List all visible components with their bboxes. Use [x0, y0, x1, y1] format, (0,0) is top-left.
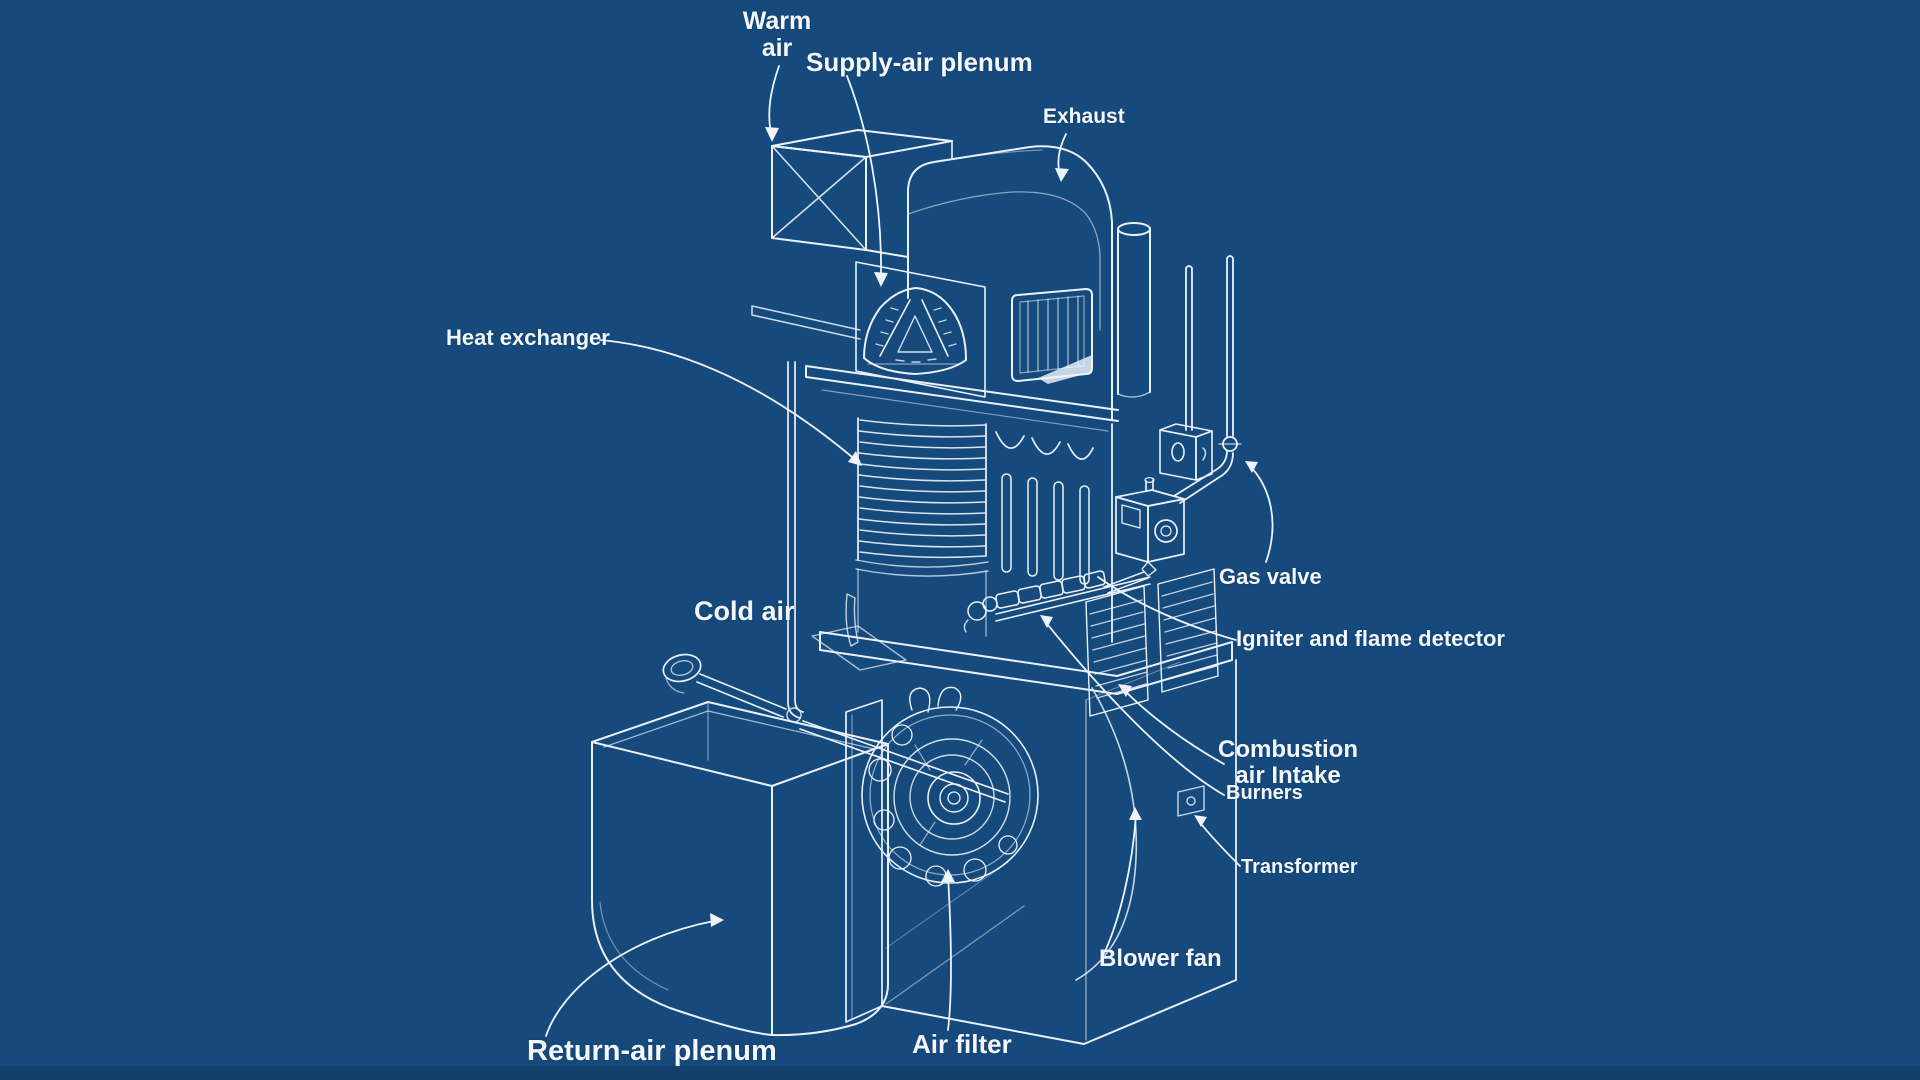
transformer-leader [1197, 819, 1241, 867]
footer-strip [0, 1066, 1920, 1080]
refrigerant-lines-drawing [751, 305, 861, 340]
return-air-plenum-drawing [591, 701, 889, 1037]
gas-valve-arrowhead [1245, 461, 1258, 473]
heat-exchanger-arrowhead [848, 451, 862, 466]
label-exhaust: Exhaust [1043, 105, 1125, 128]
draft-inducer-drawing [1011, 288, 1093, 384]
combustion-air-intake-louvers-drawing [1085, 568, 1219, 717]
heat-exchanger-cabinet-drawing [805, 365, 1119, 643]
return-plenum-leader [545, 920, 715, 1037]
label-warm-air: Warm air [720, 8, 834, 62]
label-gas-valve: Gas valve [1219, 564, 1322, 589]
blower-fan-drawing [861, 686, 1039, 887]
label-air-filter: Air filter [912, 1029, 1012, 1059]
burners-arrowhead [1040, 615, 1053, 628]
burners-leader [1043, 619, 1225, 796]
label-combustion-line1: Combustion [1218, 736, 1358, 763]
igniter-leader [1097, 576, 1237, 641]
leader-lines [545, 65, 1274, 1037]
blower-fan-arrowhead [1129, 807, 1142, 820]
evaporator-coil-drawing [855, 261, 986, 398]
warm-air-leader [768, 65, 780, 135]
supply-plenum-duct-drawing [907, 145, 1113, 421]
gas-piping-drawing [1173, 255, 1242, 504]
combustion-intake-leader [1123, 689, 1225, 765]
label-supply-air-plenum: Supply-air plenum [806, 47, 1033, 77]
gas-valve-box-drawing [1103, 477, 1185, 594]
leader-arrowheads [710, 127, 1258, 927]
transformer-drawing [1177, 785, 1205, 817]
label-transformer: Transformer [1241, 856, 1358, 878]
gas-valve-leader [1249, 465, 1274, 563]
label-return-air-plenum: Return-air plenum [527, 1035, 777, 1067]
supply-plenum-leader [846, 75, 882, 277]
label-combustion-air-intake: Combustion air Intake [1205, 737, 1371, 789]
label-blower-fan: Blower fan [1099, 945, 1222, 972]
blower-fan-leader [1101, 814, 1137, 959]
return-plenum-arrowhead [710, 913, 724, 927]
burners-drawing [963, 570, 1151, 633]
label-warm-air-line1: Warm [742, 7, 812, 35]
label-combustion-line2: air Intake [1235, 761, 1341, 789]
warm-air-duct-drawing [771, 129, 953, 299]
air-filter-leader [947, 875, 952, 1031]
transformer-arrowhead [1194, 815, 1207, 827]
combustion-intake-arrowhead [1118, 684, 1132, 697]
air-filter-arrowhead [941, 869, 955, 882]
label-burners: Burners [1226, 782, 1303, 804]
supply-plenum-arrowhead [874, 272, 888, 287]
label-igniter-and-flame-detector: Igniter and flame detector [1236, 626, 1505, 651]
exhaust-stack-drawing [1117, 222, 1151, 398]
shutoff-valve-drawing [1159, 423, 1213, 481]
label-heat-exchanger: Heat exchanger [446, 325, 610, 350]
warm-air-arrowhead [765, 127, 779, 142]
cabinet-shelf-band-drawing [811, 593, 1233, 695]
blower-cabinet-drawing [845, 659, 1237, 1045]
exhaust-arrowhead [1055, 168, 1069, 182]
cold-air-pipe-drawing [662, 361, 1009, 803]
label-warm-air-line2: air [761, 34, 793, 62]
heat-exchanger-leader [599, 339, 859, 463]
label-cold-air: Cold air [694, 596, 795, 626]
